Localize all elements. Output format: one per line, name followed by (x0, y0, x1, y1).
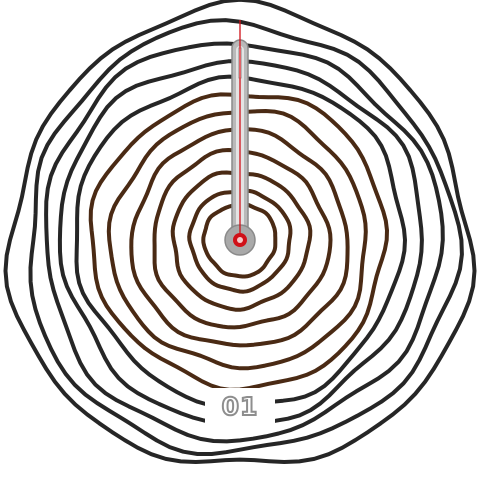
hand-hub (224, 224, 256, 256)
tree-ring (187, 188, 293, 294)
tree-ring (57, 59, 424, 426)
tree-ring (152, 148, 333, 330)
tree-rings (3, 0, 477, 464)
date-window (205, 388, 275, 426)
tree-ring (201, 202, 278, 279)
tree-ring (44, 41, 445, 444)
tree-ring (28, 18, 464, 456)
tree-ring (170, 170, 313, 312)
tree-ring (106, 109, 368, 371)
tree-ring (3, 0, 477, 464)
tree-ring (88, 92, 389, 392)
tree-ring (74, 74, 407, 409)
tree-ring (129, 127, 350, 348)
date-display: 01 (221, 391, 259, 422)
